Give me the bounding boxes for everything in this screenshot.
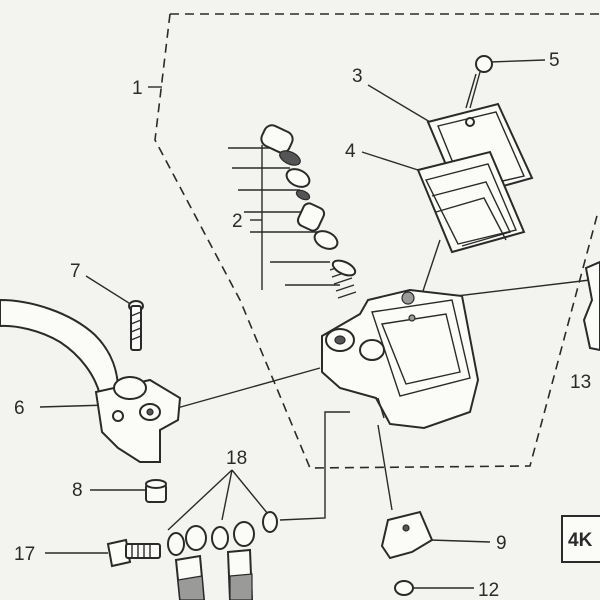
callout-12: 12 — [478, 580, 499, 600]
brake-lever — [0, 298, 182, 463]
corner-code-box: 4K — [561, 515, 600, 563]
callout-4: 4 — [345, 141, 356, 162]
assembly-boundary — [154, 13, 600, 469]
pivot-bolt — [128, 300, 144, 351]
callout-18: 18 — [226, 448, 247, 469]
piston-assembly — [260, 124, 357, 299]
callout-5: 5 — [549, 50, 560, 71]
mirror-bracket-partial — [582, 260, 600, 352]
leader-lines — [39, 59, 591, 589]
banjo-bolt — [106, 538, 161, 568]
sealing-washers — [167, 511, 278, 556]
callout-9: 9 — [496, 533, 507, 554]
callout-2: 2 — [232, 211, 243, 232]
switch-screw — [394, 580, 414, 596]
callout-6: 6 — [14, 398, 25, 419]
callout-7: 7 — [70, 261, 81, 282]
callout-1: 1 — [132, 78, 143, 99]
corner-code-text: 4K — [568, 530, 593, 551]
brake-switch — [380, 510, 434, 560]
master-cylinder-body — [321, 288, 480, 430]
hose-fittings — [174, 548, 254, 600]
cap-screw — [465, 55, 493, 109]
callout-8: 8 — [72, 480, 83, 501]
callout-13: 13 — [570, 372, 591, 393]
pivot-nut — [145, 479, 167, 503]
callout-17: 17 — [14, 544, 35, 565]
diaphragm — [416, 150, 526, 254]
callout-labels: 1 2 3 4 5 6 7 8 9 12 13 17 18 — [14, 50, 591, 600]
callout-3: 3 — [352, 66, 363, 87]
